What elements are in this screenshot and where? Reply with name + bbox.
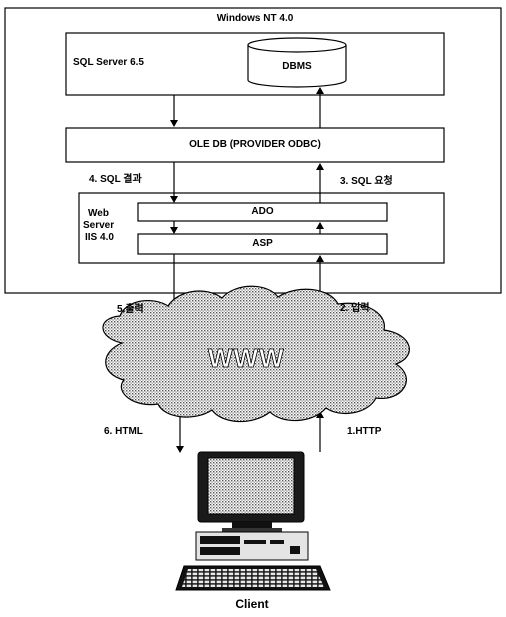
web-server-line2: Server [83,220,115,231]
dbms-cylinder-icon [247,37,347,88]
asp-box [137,233,388,255]
oledb-label: OLE DB (PROVIDER ODBC) [189,139,321,150]
www-cloud [102,285,410,423]
web-server-line1: Web [88,208,109,219]
sql-server-label: SQL Server 6.5 [73,57,144,68]
windows-nt-title: Windows NT 4.0 [216,13,294,24]
flow-input: 2. 입력 [340,303,370,314]
client-label: Client [235,597,269,611]
flow-html: 6. HTML [104,426,143,437]
dbms-label: DBMS [282,61,312,72]
flow-sql-result: 4. SQL 결과 [89,174,142,185]
oledb-box [65,127,445,163]
flow-http: 1.HTTP [347,426,382,437]
www-label: WWW [208,343,285,374]
client-computer-icon [175,451,331,591]
flow-output: 5.출력 [117,304,144,315]
flow-sql-request: 3. SQL 요청 [340,176,393,187]
ado-box [137,202,388,222]
web-server-line3: IIS 4.0 [85,232,114,243]
asp-label: ASP [252,238,273,249]
ado-label: ADO [251,206,274,217]
